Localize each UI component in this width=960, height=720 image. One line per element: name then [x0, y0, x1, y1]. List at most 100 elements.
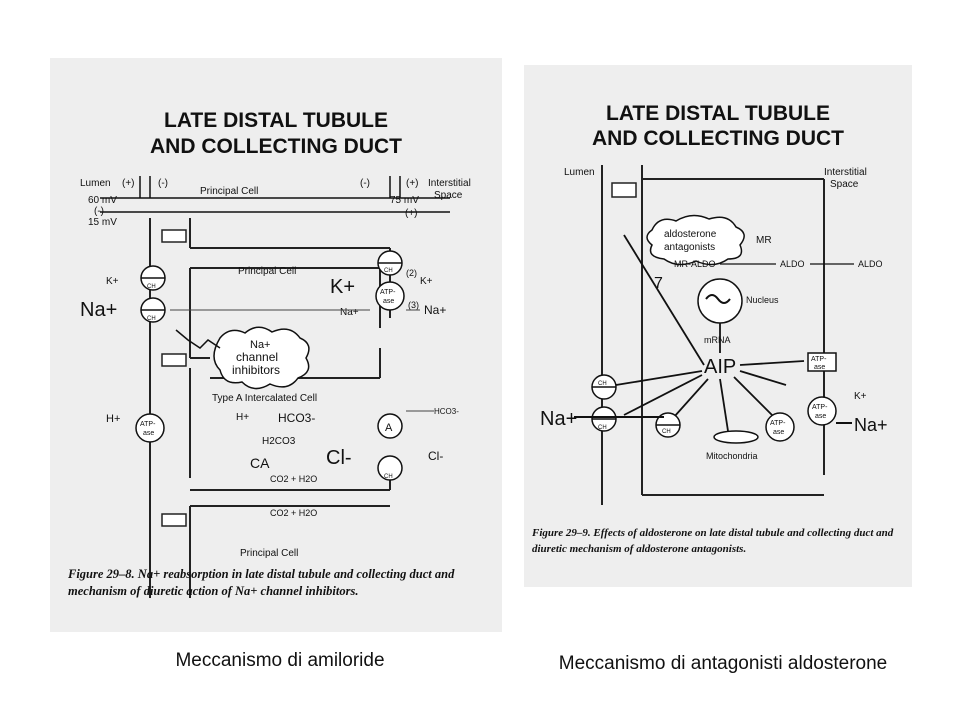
- right-title-line2: AND COLLECTING DUCT: [592, 127, 844, 150]
- right-atp-1: ATP-: [812, 404, 828, 411]
- right-step7: 7: [654, 275, 663, 292]
- left-principal-cell-top: Principal Cell: [200, 186, 258, 197]
- right-mitochondria-label: Mitochondria: [706, 451, 758, 461]
- left-basolateral-channels: [375, 250, 405, 311]
- left-luminal-channels: [140, 265, 166, 323]
- right-atpase-1: [807, 396, 837, 426]
- right-ase-1: ase: [815, 413, 826, 420]
- left-minus-b: (-): [360, 178, 370, 189]
- left-plus-b: (+): [406, 178, 419, 189]
- footer-right-label: Meccanismo di antagonisti aldosterone: [558, 653, 888, 674]
- right-aip: AIP: [704, 356, 736, 378]
- left-k-interstitial: K+: [420, 276, 433, 287]
- left-ch-cl: CH: [384, 474, 393, 480]
- right-aldo-out: ALDO: [858, 259, 883, 269]
- left-principal-cell-mid: Principal Cell: [238, 266, 296, 277]
- left-15mv: 15 mV: [88, 217, 117, 228]
- right-antagonists-line1: aldosterone: [664, 229, 717, 240]
- right-title-line1: LATE DISTAL TUBULE: [606, 102, 830, 125]
- aldosterone-antagonists-figure: LATE DISTAL TUBULE AND COLLECTING DUCT L…: [524, 65, 912, 587]
- left-inhibitor-cloud: [213, 326, 310, 390]
- right-antagonist-cloud: [646, 214, 745, 266]
- left-na-interstitial: Na+: [424, 303, 446, 317]
- right-mr: MR: [756, 235, 772, 246]
- left-plus-a: (+): [122, 178, 135, 189]
- left-minus-a: (-): [158, 178, 168, 189]
- right-luminal-channels: [591, 374, 681, 438]
- left-h2co3: H2CO3: [262, 436, 296, 447]
- left-electrodes: [100, 176, 450, 213]
- left-junctions: [161, 229, 187, 527]
- left-atp-int: ATP-: [140, 421, 156, 428]
- left-atp-baso: ATP-: [380, 289, 396, 296]
- right-ch-2: CH: [598, 425, 607, 431]
- right-na-out: Na+: [854, 415, 888, 435]
- left-step2: (2): [406, 268, 417, 278]
- right-space-label: Space: [830, 179, 859, 190]
- left-caption: Figure 29–8. Na+ reabsorption in late di…: [68, 567, 455, 598]
- left-na-lumen: Na+: [80, 299, 117, 321]
- left-inhibitor-zigzag: [175, 329, 221, 349]
- left-title-line1: LATE DISTAL TUBULE: [164, 109, 388, 132]
- left-co2-h2o: CO2 + H2O: [270, 474, 317, 484]
- left-60mv: 60 mV: [88, 195, 117, 206]
- right-antagonists-line2: antagonists: [664, 242, 715, 253]
- left-interstitial-label: Interstitial: [428, 178, 471, 189]
- left-atpase-intercalated: [135, 413, 165, 443]
- left-cl-big: Cl-: [326, 447, 352, 469]
- right-dna-squiggle: [705, 294, 731, 304]
- right-ch-3: CH: [662, 429, 671, 435]
- right-aip-arrows: [615, 234, 805, 432]
- right-mr-aldo: MR-ALDO: [674, 259, 716, 269]
- left-ase-baso: ase: [383, 298, 394, 305]
- left-anion-exchanger: [377, 413, 403, 439]
- left-intercalated-cell: Type A Intercalated Cell: [212, 393, 317, 404]
- left-ase-int: ase: [143, 430, 154, 437]
- left-co2-h2o-2: CO2 + H2O: [270, 508, 317, 518]
- right-ase-box: ase: [814, 364, 825, 371]
- left-ca: CA: [250, 455, 270, 471]
- right-k-out: K+: [854, 391, 867, 402]
- amiloride-figure: LATE DISTAL TUBULE AND COLLECTING DUCT L…: [50, 58, 502, 632]
- right-diagram: Lumen Interstitial Space aldosterone ant…: [540, 165, 888, 505]
- left-plus-c: (+): [405, 208, 418, 219]
- left-lumen-label: Lumen: [80, 178, 111, 189]
- right-atpase-box: [807, 352, 837, 372]
- right-atp-2: ATP-: [770, 420, 786, 427]
- right-aldo-cell: ALDO: [780, 259, 805, 269]
- left-ch-na: CH: [147, 316, 156, 322]
- right-atpase-2: [765, 412, 795, 442]
- left-minus-c: (-): [94, 206, 104, 217]
- right-ch-1: CH: [598, 381, 607, 387]
- left-title-line2: AND COLLECTING DUCT: [150, 135, 402, 158]
- right-interstitial-label: Interstitial: [824, 167, 867, 178]
- left-diagram: Lumen (+) (-) (-) (+) Interstitial Space…: [80, 176, 471, 598]
- left-inhibitor-line1: Na+: [250, 339, 271, 351]
- left-k-big: K+: [330, 276, 355, 298]
- right-nucleus-label: Nucleus: [746, 295, 779, 305]
- footer-left-label: Meccanismo di amiloride: [175, 650, 385, 671]
- right-mitochondrion: [713, 430, 759, 444]
- right-lumen-label: Lumen: [564, 167, 595, 178]
- left-k-lumen: K+: [106, 276, 119, 287]
- left-75mv: 75 mV: [390, 195, 419, 206]
- right-atp-box: ATP-: [811, 356, 827, 363]
- left-hco3-cell: HCO3-: [278, 411, 315, 425]
- left-hco3-out: HCO3-: [434, 407, 459, 416]
- left-ch-k: CH: [147, 284, 156, 290]
- right-ase-2: ase: [773, 429, 784, 436]
- left-h-cell: H+: [236, 412, 249, 423]
- left-na-cell: Na+: [340, 307, 359, 318]
- right-caption: Figure 29–9. Effects of aldosterone on l…: [532, 527, 894, 555]
- left-principal-cell-bottom: Principal Cell: [240, 548, 298, 559]
- right-na-lumen: Na+: [540, 408, 577, 430]
- right-junction: [611, 182, 637, 198]
- left-cl-channel: [377, 455, 403, 481]
- right-cell-walls: [601, 165, 825, 505]
- right-mrna-label: mRNA: [704, 335, 731, 345]
- left-space-label: Space: [434, 190, 463, 201]
- left-inhibitor-line2: channel: [236, 350, 278, 364]
- left-step3: (3): [408, 300, 419, 310]
- left-inhibitor-line3: inhibitors: [232, 363, 280, 377]
- left-cl-out: Cl-: [428, 449, 443, 463]
